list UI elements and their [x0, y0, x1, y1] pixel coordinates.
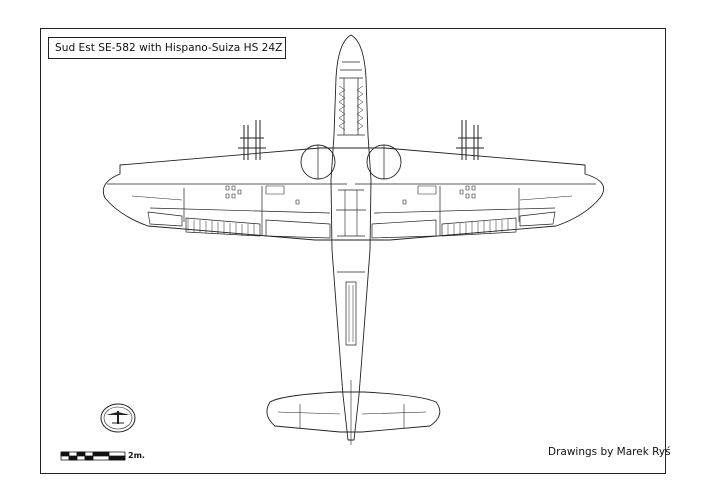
right-wing-cannons [456, 120, 484, 160]
drawing-title: Sud Est SE-582 with Hispano-Suiza HS 24Z [48, 37, 286, 59]
rare-birds-logo-icon [100, 403, 136, 433]
drawing-credit: Drawings by Marek Ryś [548, 446, 671, 458]
drawing-frame [40, 28, 666, 474]
scale-label: 2m. [128, 451, 145, 460]
main-wing-outline [102, 147, 605, 241]
fuselage-outline [330, 34, 372, 441]
horizontal-tailplane [266, 391, 441, 433]
left-wing-cannons [238, 120, 266, 160]
scale-bar [60, 451, 126, 461]
